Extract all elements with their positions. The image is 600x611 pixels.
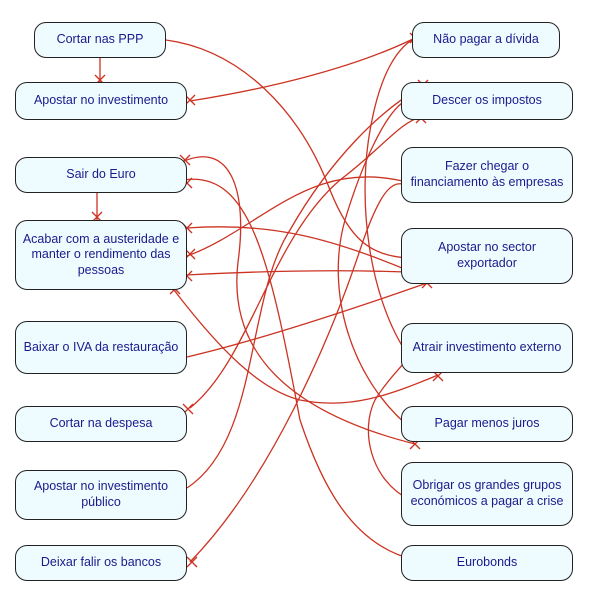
- node-nao-pagar-divida: Não pagar a dívida: [412, 22, 560, 58]
- connector-line: [186, 85, 424, 489]
- node-label: Obrigar os grandes grupos económicos a p…: [410, 478, 564, 508]
- node-label: Cortar nas PPP: [56, 32, 144, 47]
- node-cortar-ppp: Cortar nas PPP: [34, 22, 166, 58]
- connector-line: [186, 226, 408, 271]
- node-label: Descer os impostos: [432, 93, 542, 108]
- node-descer-impostos: Descer os impostos: [401, 82, 573, 120]
- node-label: Baixar o IVA da restauração: [23, 339, 179, 354]
- node-label: Cortar na despesa: [49, 416, 153, 431]
- connector-line: [337, 99, 414, 431]
- node-label: Fazer chegar o financiamento às empresas: [410, 159, 564, 189]
- node-label: Sair do Euro: [66, 167, 136, 182]
- connector-line: [186, 270, 408, 276]
- connector-line: [183, 178, 416, 561]
- node-apostar-investimento: Apostar no investimento: [15, 82, 187, 120]
- node-investimento-externo: Atrair investimento externo: [401, 323, 573, 373]
- node-grandes-grupos: Obrigar os grandes grupos económicos a p…: [401, 462, 573, 526]
- node-label: Pagar menos juros: [434, 416, 540, 431]
- node-financiamento-empresas: Fazer chegar o financiamento às empresas: [401, 147, 573, 203]
- node-apostar-investimento-publico: Apostar no investimento público: [15, 470, 187, 520]
- node-sector-exportador: Apostar no sector exportador: [401, 228, 573, 284]
- node-label: Atrair investimento externo: [412, 340, 562, 355]
- connector-line: [186, 176, 411, 257]
- node-eurobonds: Eurobonds: [401, 545, 573, 581]
- node-label: Apostar no investimento público: [33, 479, 169, 509]
- node-menos-juros: Pagar menos juros: [401, 406, 573, 442]
- node-label: Apostar no investimento: [33, 93, 169, 108]
- node-sair-euro: Sair do Euro: [15, 157, 187, 193]
- node-baixar-iva: Baixar o IVA da restauração: [15, 321, 187, 374]
- node-deixar-falir-bancos: Deixar falir os bancos: [15, 545, 187, 581]
- node-acabar-austeridade: Acabar com a austeridade e manter o rend…: [15, 220, 187, 290]
- connector-line: [189, 116, 422, 409]
- connector-line: [165, 39, 408, 259]
- connector-line: [189, 37, 416, 102]
- cross-mark: [186, 556, 198, 568]
- connector-line: [364, 35, 421, 356]
- connector-line: [189, 183, 416, 563]
- connector-line: [173, 289, 439, 404]
- node-label: Não pagar a dívida: [433, 32, 539, 47]
- node-label: Apostar no sector exportador: [438, 240, 536, 270]
- node-label: Deixar falir os bancos: [40, 555, 162, 570]
- node-label: Eurobonds: [456, 555, 518, 570]
- node-label: Acabar com a austeridade e manter o rend…: [22, 231, 180, 277]
- connector-line: [181, 156, 416, 445]
- connector-line: [186, 282, 428, 358]
- node-cortar-despesa: Cortar na despesa: [15, 406, 187, 442]
